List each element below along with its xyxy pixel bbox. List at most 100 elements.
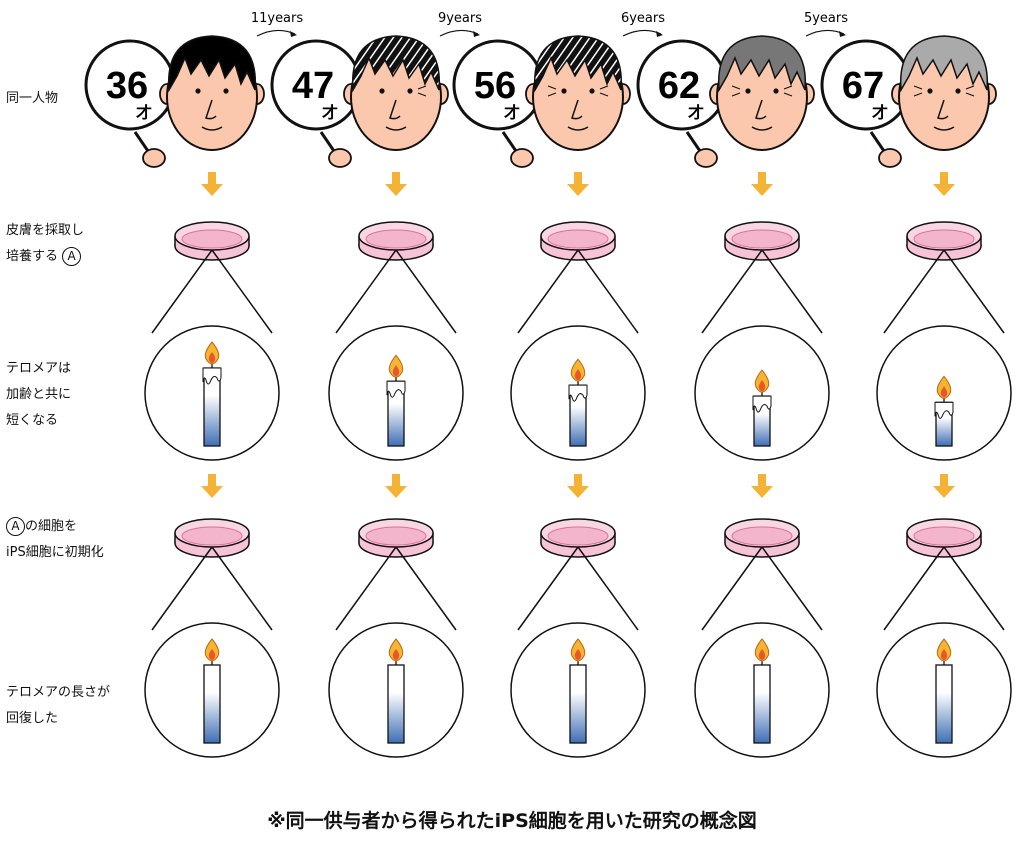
eye xyxy=(745,88,751,94)
label-telomere-restored: テロメアの長さが 回復した xyxy=(6,680,110,732)
interval-1: 9years xyxy=(438,11,482,37)
label-skin-line1: 皮膚を採取し xyxy=(6,223,85,238)
candle-wax-drip xyxy=(202,367,222,385)
label-same-person: 同一人物 xyxy=(6,91,59,106)
hand xyxy=(694,148,718,168)
interval-label: 11years xyxy=(251,11,304,26)
zoom-line xyxy=(761,546,823,631)
eye xyxy=(927,88,933,94)
age-number: 36 xyxy=(106,65,148,107)
eye xyxy=(195,88,201,94)
zoom-line xyxy=(335,546,397,631)
zoom-line xyxy=(883,249,945,334)
telomere-candle xyxy=(753,664,771,744)
interval-label: 9years xyxy=(438,11,482,26)
label-telomere-line2: 加齢と共に xyxy=(6,387,72,402)
eye xyxy=(955,88,961,94)
dish-cells xyxy=(731,526,793,546)
label-ips-line1: の細胞を xyxy=(25,519,78,534)
hair xyxy=(899,35,989,93)
mouth xyxy=(751,126,773,131)
donor-column-56: 56才 xyxy=(452,35,646,758)
dish-cells xyxy=(913,526,975,546)
interval-label: 5years xyxy=(804,11,848,26)
mouth xyxy=(201,126,223,131)
zoom-line xyxy=(517,249,579,334)
arrowhead-icon xyxy=(656,31,663,37)
nose xyxy=(755,99,767,120)
wrinkles xyxy=(599,85,609,97)
mouth xyxy=(567,126,589,131)
zoom-line xyxy=(701,546,763,631)
age-suffix: 才 xyxy=(688,103,704,122)
arrowhead-icon xyxy=(290,31,297,37)
down-arrow-icon xyxy=(567,474,589,498)
zoom-line xyxy=(701,249,763,334)
nose xyxy=(205,99,217,120)
eye xyxy=(589,88,595,94)
label-telomere-line3: 短くなる xyxy=(6,413,59,428)
candle-wax-drip xyxy=(934,401,954,419)
eye xyxy=(773,88,779,94)
wrinkles xyxy=(913,85,923,97)
down-arrow-icon xyxy=(751,474,773,498)
dish-cells xyxy=(913,229,975,249)
dish-cells xyxy=(181,229,243,249)
flame-core xyxy=(940,386,948,398)
dish-cells xyxy=(365,229,427,249)
donor-column-47: 47才 xyxy=(270,35,464,758)
mouth xyxy=(933,126,955,131)
arrowhead-icon xyxy=(839,31,846,37)
zoom-line xyxy=(335,249,397,334)
donor-column-67: 67才 xyxy=(820,35,1012,758)
dish-cells xyxy=(181,526,243,546)
telomere-candle xyxy=(387,664,405,744)
hair xyxy=(167,35,257,93)
donor-column-36: 36才 xyxy=(84,35,280,758)
nose xyxy=(571,99,583,120)
age-suffix: 才 xyxy=(504,103,520,122)
down-arrow-icon xyxy=(385,474,407,498)
age-suffix: 才 xyxy=(136,103,152,122)
interval-2: 6years xyxy=(621,11,665,37)
zoom-line xyxy=(395,249,457,334)
eye xyxy=(561,88,567,94)
hair xyxy=(351,35,441,93)
eye xyxy=(379,88,385,94)
zoom-line xyxy=(151,249,213,334)
zoom-line xyxy=(943,546,1005,631)
interval-arrow-icon xyxy=(805,29,845,37)
interval-arrow-icon xyxy=(439,29,479,37)
flame-core xyxy=(392,365,400,377)
label-ips-line2: iPS細胞に初期化 xyxy=(6,545,104,560)
label-restore-line1: テロメアの長さが xyxy=(6,685,111,700)
flame-core xyxy=(208,649,216,660)
age-suffix: 才 xyxy=(872,103,888,122)
flame-core xyxy=(574,649,582,660)
nose xyxy=(389,99,401,120)
nose xyxy=(937,99,949,120)
hand xyxy=(878,148,902,168)
zoom-line xyxy=(517,546,579,631)
wrinkles xyxy=(417,85,427,97)
down-arrow-icon xyxy=(201,172,223,196)
donor-column-62: 62才 xyxy=(636,35,830,758)
down-arrow-icon xyxy=(201,474,223,498)
zoom-line xyxy=(395,546,457,631)
down-arrow-icon xyxy=(933,474,955,498)
circle-a-marker: A xyxy=(62,247,82,266)
age-number: 62 xyxy=(658,65,700,107)
dish-cells xyxy=(547,526,609,546)
circle-a-marker: A xyxy=(6,517,25,536)
interval-label: 6years xyxy=(621,11,665,26)
flame-core xyxy=(208,352,216,363)
down-arrow-icon xyxy=(751,172,773,196)
age-number: 56 xyxy=(474,65,516,107)
wrinkles xyxy=(731,85,741,97)
candle-wax-drip xyxy=(752,395,772,413)
zoom-line xyxy=(943,249,1005,334)
interval-arrow-icon xyxy=(622,29,662,37)
flame-core xyxy=(392,649,400,660)
age-number: 47 xyxy=(292,65,334,107)
